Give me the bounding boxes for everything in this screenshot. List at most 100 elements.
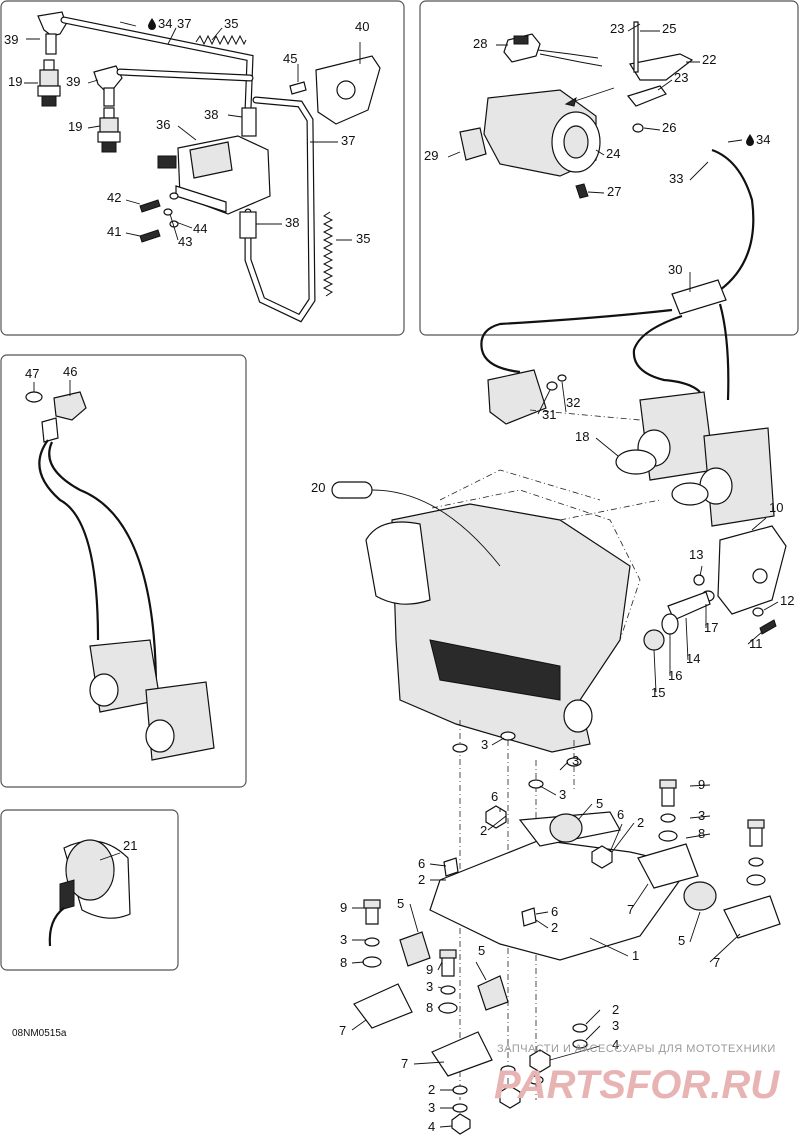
callout-c39b: 39 [66,74,80,89]
spark-plug-cap-neck-b [103,87,115,107]
washer-3g [528,779,544,789]
bracket-hole [336,80,356,100]
spark-plug-cap-a [37,11,67,37]
callout-c3d: 3 [698,808,705,823]
callout-c25: 25 [662,21,676,36]
nut-6c [443,857,459,877]
bolt-9a [365,905,379,925]
callout-c8a: 8 [698,826,705,841]
engine-block [391,503,631,753]
callout-c43: 43 [178,234,192,249]
callout-c38b: 38 [285,215,299,230]
callout-c10: 10 [769,500,783,515]
nut-13 [693,574,705,586]
set-screw [575,183,589,199]
spacer-16 [661,613,679,635]
spark-plug-thread-a [41,95,57,107]
mount-bracket-d [723,895,781,939]
ht-wire-a [60,16,254,114]
washer-3c [660,813,676,823]
callout-c20: 20 [311,480,325,495]
callout-c2b: 2 [637,815,644,830]
reference-code: 08NM0515a [12,1028,67,1039]
callout-c34b: 34 [756,132,770,147]
callout-c6b: 6 [617,807,624,822]
callout-c34a: 34 [158,16,172,31]
lever-pin [633,21,639,73]
choke-cable-a [38,439,100,641]
bolt-9d [749,825,763,847]
recoil-starter [365,521,431,605]
callout-c14: 14 [686,651,700,666]
mount-bracket-a [353,983,413,1029]
callout-c35b: 35 [356,231,370,246]
carb-intake-left-a [89,673,119,707]
washer-8a [362,956,382,968]
callout-c19b: 19 [68,119,82,134]
intake-manifold [487,369,547,425]
throttle-switch [503,33,541,63]
callout-c41: 41 [107,224,121,239]
washer-3a [364,937,380,947]
callout-c8c: 8 [426,1000,433,1015]
throttle-housing-inner [563,125,589,159]
wire-sleeve-upper [241,107,257,137]
washer-3i [572,1039,588,1049]
washer-8d [746,874,766,886]
ignition-assembly [24,11,381,323]
callout-c3h: 3 [428,1100,435,1115]
watermark-caption: ЗАПЧАСТИ И АКСЕССУАРЫ ДЛЯ МОТОТЕХНИКИ [497,1043,776,1055]
switch-wires [537,49,603,67]
throttle-cable-right [718,303,730,401]
callout-c26: 26 [662,120,676,135]
washer-3h [566,757,582,767]
callout-c31: 31 [542,407,556,422]
callout-c7a: 7 [627,902,634,917]
wire-sleeve-lower [239,211,257,239]
callout-c28: 28 [473,36,487,51]
washer-2a [572,1023,588,1033]
spark-plug-hex-a [37,85,61,97]
washer-3d [748,857,764,867]
choke-cable-b [48,441,158,691]
washer-3b [440,985,456,995]
callout-c21: 21 [123,838,137,853]
callout-c2f: 2 [428,1082,435,1097]
throttle-lever [629,53,694,81]
lubricant-drop-icon [148,18,156,30]
callout-c3b: 3 [572,753,579,768]
screw-11 [759,619,777,635]
spark-plug-cap-neck-a [45,33,57,55]
callout-c3f: 3 [426,979,433,994]
callout-c2c: 2 [418,872,425,887]
callout-c9b: 9 [340,900,347,915]
callout-c29: 29 [424,148,438,163]
callout-c46: 46 [63,364,77,379]
callout-c27: 27 [607,184,621,199]
nut-6b [591,845,613,869]
washer-2d [452,1085,468,1095]
callout-c13: 13 [689,547,703,562]
nut-6d [521,907,537,927]
callout-c5b: 5 [397,896,404,911]
rubber-mount-c [399,931,431,967]
callout-c23b: 23 [674,70,688,85]
primer-panel-frame [0,809,179,971]
screw-41 [139,229,161,243]
callout-c7d: 7 [401,1056,408,1071]
callout-c3g: 3 [612,1018,619,1033]
callout-c9a: 9 [698,777,705,792]
callout-c3e: 3 [340,932,347,947]
nut-4c [499,1085,521,1109]
callout-c38a: 38 [204,107,218,122]
lubricant-drop-icon [746,134,754,146]
primer-leader [99,852,121,861]
screw-42 [139,199,161,213]
cable-end [41,417,59,443]
washer-8b [438,1002,458,1014]
washer-3j [452,1103,468,1113]
nut-4a [529,1049,551,1073]
nut-4b [451,1113,471,1135]
callout-c23a: 23 [610,21,624,36]
